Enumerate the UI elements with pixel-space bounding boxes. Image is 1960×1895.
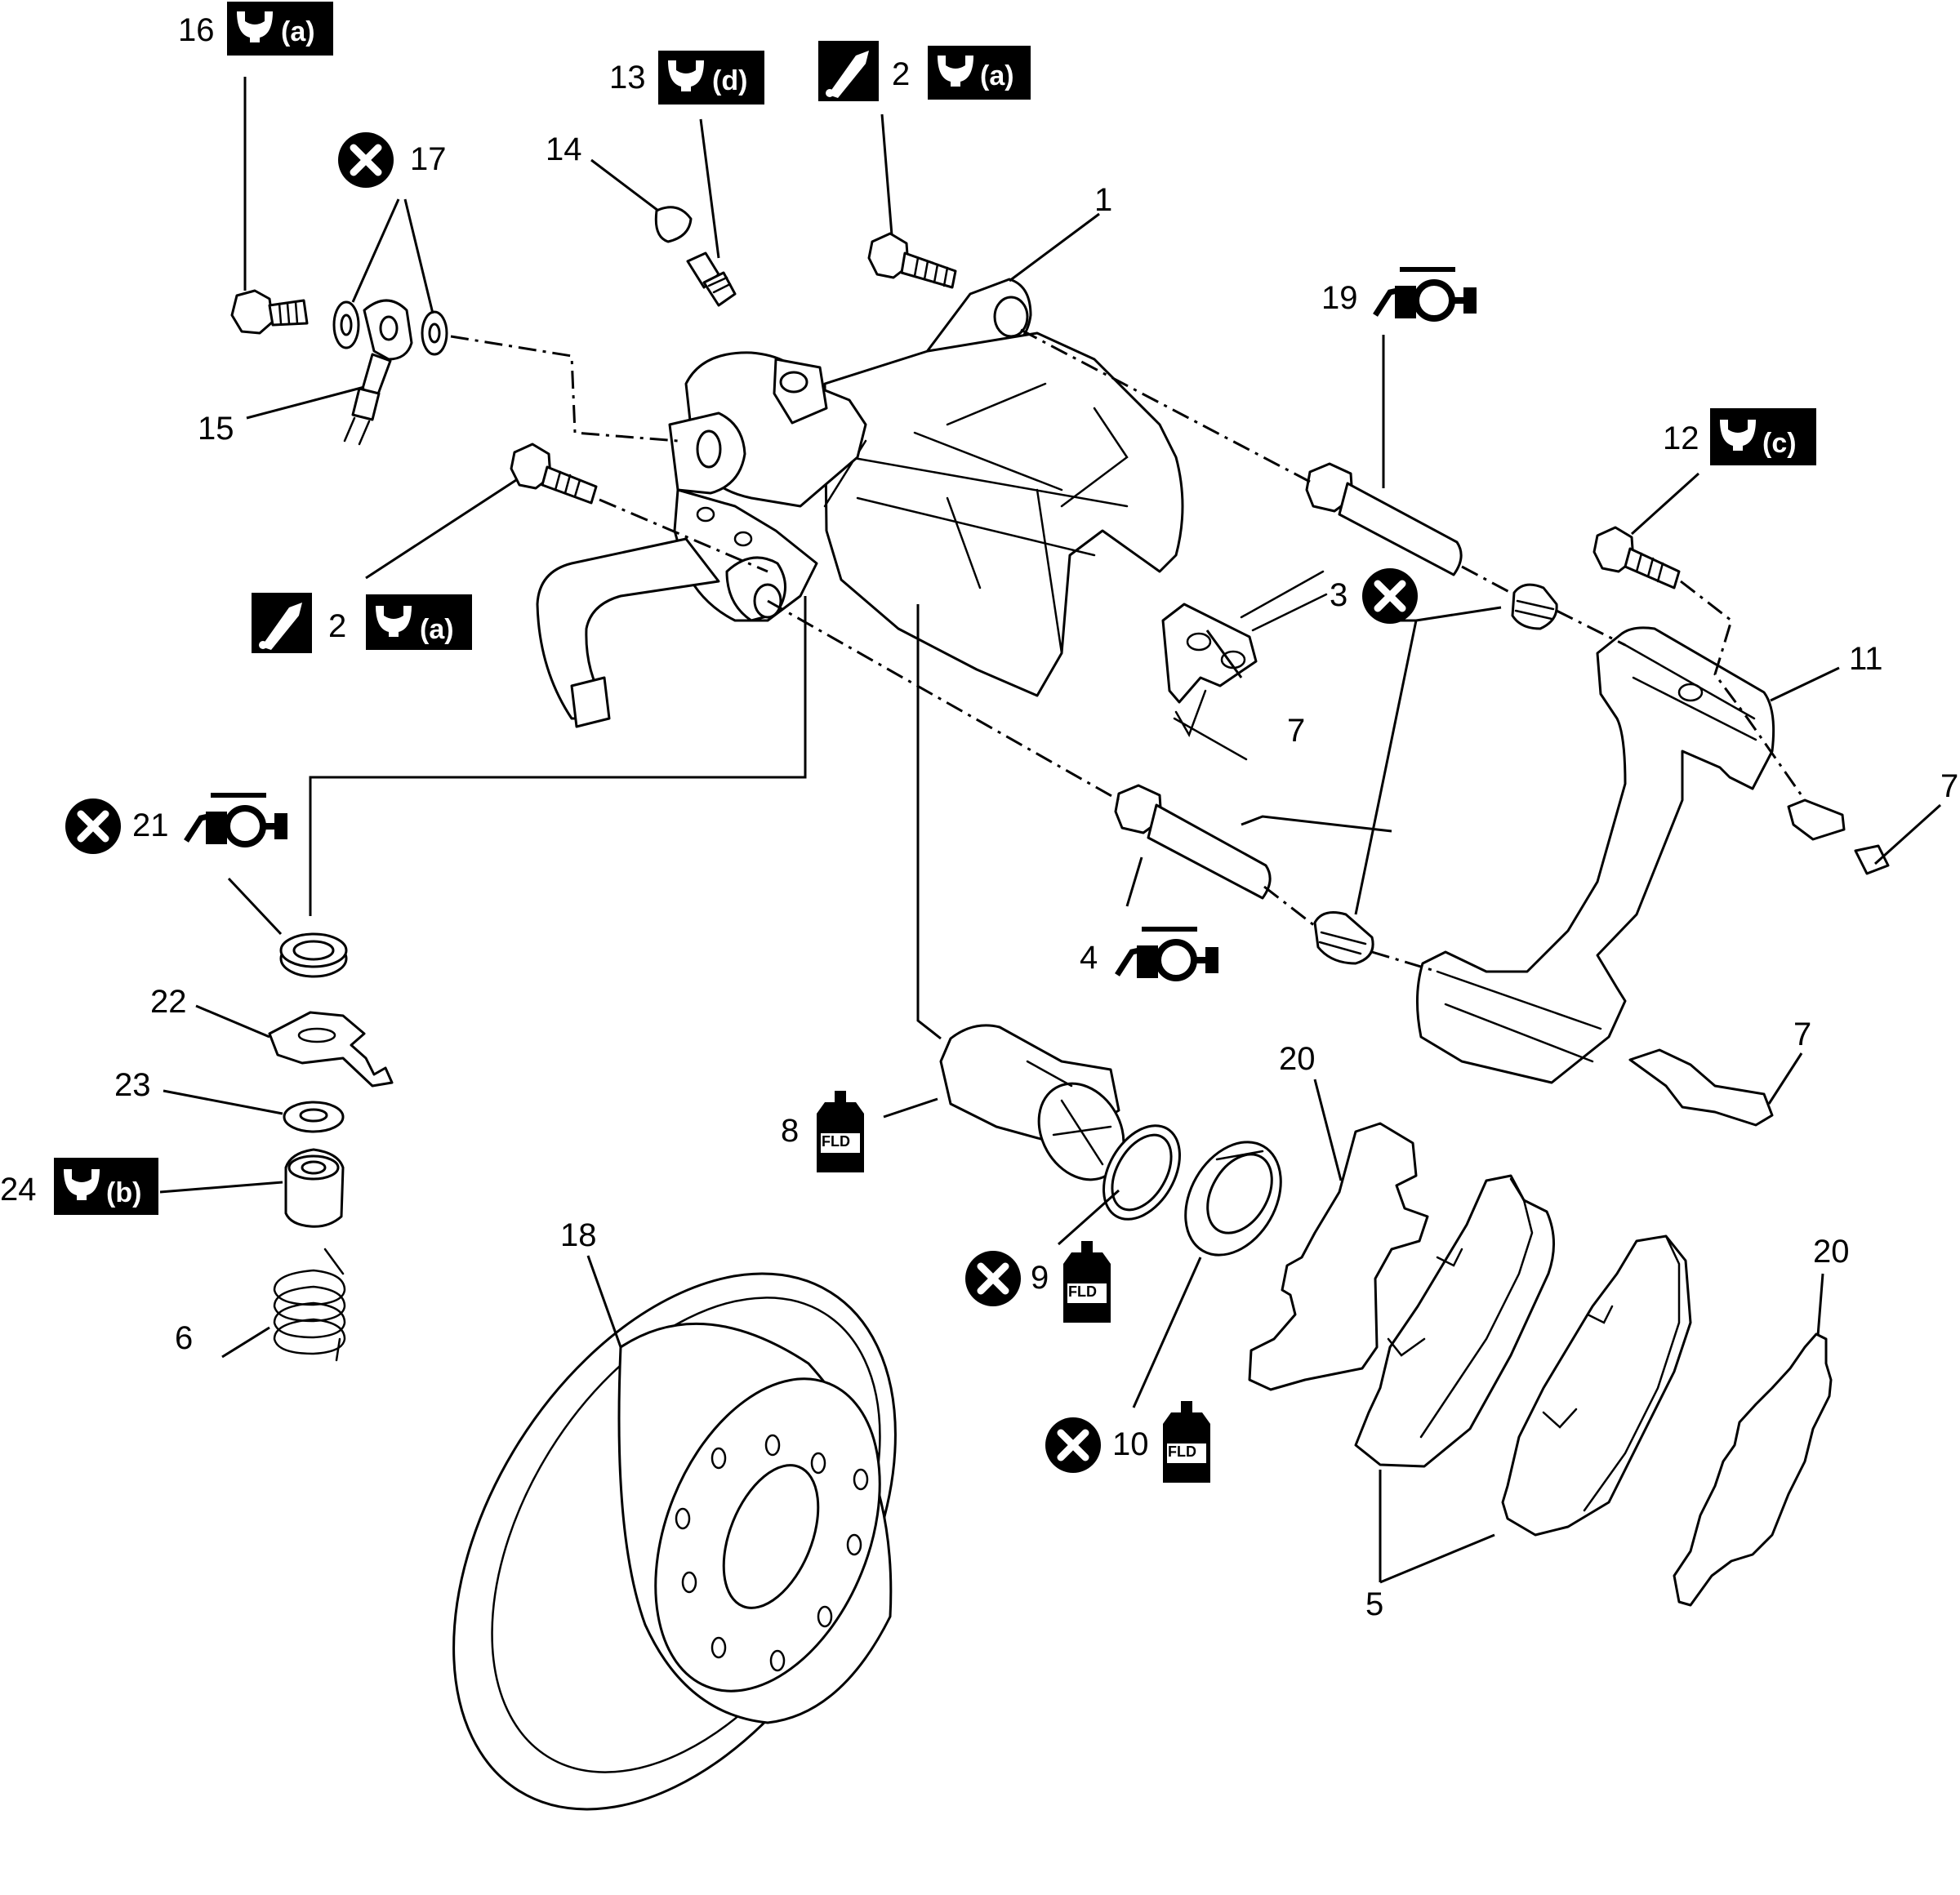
callout-15: 15 bbox=[198, 411, 234, 447]
torque-label-a: (a) bbox=[281, 16, 315, 47]
guide-pin-19 bbox=[1305, 462, 1463, 576]
callout-20-outer: 20 bbox=[1813, 1234, 1850, 1270]
callout-3: 3 bbox=[1330, 577, 1348, 613]
grease-icon bbox=[186, 795, 284, 844]
callout-6: 6 bbox=[175, 1320, 193, 1356]
fluid-label: FLD bbox=[1068, 1283, 1097, 1300]
shim-20-outer bbox=[1673, 1332, 1833, 1607]
grease-icon bbox=[1117, 929, 1215, 978]
torque-badge-2-lower: (a) bbox=[252, 593, 472, 653]
fluid-badge-10: FLD bbox=[1163, 1401, 1210, 1483]
apply-thread-lock-icon bbox=[252, 593, 312, 653]
callout-4: 4 bbox=[1080, 940, 1098, 976]
brake-disc-18 bbox=[452, 1272, 897, 1811]
callout-16: 16 bbox=[178, 12, 215, 48]
banjo-bolt-16 bbox=[230, 289, 309, 335]
return-spring-plate-22 bbox=[268, 1011, 394, 1088]
dust-boot-10 bbox=[1184, 1141, 1282, 1257]
torque-badge-16: (a) bbox=[227, 2, 333, 56]
fluid-label: FLD bbox=[822, 1133, 850, 1150]
callout-24: 24 bbox=[0, 1172, 37, 1208]
callout-2-upper: 2 bbox=[892, 56, 910, 92]
brake-hose-15 bbox=[343, 299, 413, 446]
callout-20-inner: 20 bbox=[1279, 1041, 1316, 1077]
boot-3-lower bbox=[1313, 911, 1374, 965]
torque-label-d: (d) bbox=[712, 65, 747, 96]
callout-labels: 16 17 14 13 2 1 19 15 12 2 3 11 7 7 21 4… bbox=[0, 12, 1958, 1622]
do-not-reuse-icon bbox=[338, 132, 394, 188]
nut-24 bbox=[284, 1148, 345, 1228]
callout-18: 18 bbox=[560, 1217, 597, 1253]
sealing-washer bbox=[332, 300, 360, 349]
caliper-bolt-2-lower bbox=[510, 443, 598, 505]
torque-label-a: (a) bbox=[980, 60, 1014, 91]
callout-12: 12 bbox=[1663, 420, 1699, 456]
callout-22: 22 bbox=[150, 984, 187, 1020]
brake-pad-5-outer bbox=[1501, 1234, 1692, 1537]
bracket-bolt-12 bbox=[1592, 526, 1681, 589]
callout-7-right-upper: 7 bbox=[1940, 768, 1958, 804]
brake-pad-5-inner bbox=[1354, 1174, 1556, 1468]
piston-8 bbox=[939, 1024, 1125, 1181]
boot-3-upper bbox=[1511, 583, 1558, 630]
callout-7-center: 7 bbox=[1287, 713, 1305, 749]
brake-fluid-icon bbox=[1163, 1401, 1210, 1483]
torque-label-b: (b) bbox=[106, 1177, 141, 1208]
torque-badge-13: (d) bbox=[658, 51, 764, 105]
callout-7-right-lower: 7 bbox=[1793, 1016, 1811, 1052]
do-not-reuse-icon bbox=[965, 1251, 1021, 1306]
washer-23 bbox=[283, 1101, 345, 1133]
callout-14: 14 bbox=[546, 131, 582, 167]
caliper-body bbox=[536, 278, 1184, 728]
pad-spring-7-right-upper bbox=[1787, 798, 1890, 875]
bleeder-plug-14 bbox=[654, 206, 693, 243]
seal-21 bbox=[279, 932, 348, 978]
torque-label-a: (a) bbox=[420, 614, 454, 645]
torsion-spring-6 bbox=[273, 1248, 346, 1362]
callout-17: 17 bbox=[410, 141, 447, 177]
callout-8: 8 bbox=[781, 1113, 799, 1149]
torque-badge-12: (c) bbox=[1710, 408, 1816, 465]
callout-1: 1 bbox=[1094, 182, 1112, 218]
callout-23: 23 bbox=[114, 1067, 151, 1103]
guide-pin-4 bbox=[1114, 784, 1272, 900]
brake-fluid-icon bbox=[817, 1091, 864, 1172]
shim-20-inner bbox=[1248, 1122, 1429, 1391]
callout-21: 21 bbox=[132, 807, 169, 843]
do-not-reuse-icon bbox=[65, 798, 121, 854]
callout-5: 5 bbox=[1365, 1586, 1383, 1622]
apply-thread-lock-icon bbox=[818, 41, 879, 101]
pad-spring-7-right-lower bbox=[1628, 1048, 1774, 1127]
brake-fluid-icon bbox=[1063, 1241, 1111, 1323]
torque-badge-24: (b) bbox=[54, 1158, 158, 1215]
caliper-bracket-11 bbox=[1416, 626, 1775, 1084]
fluid-badge-8: FLD bbox=[817, 1091, 864, 1172]
do-not-reuse-icon bbox=[1045, 1417, 1101, 1473]
callout-2-lower: 2 bbox=[328, 608, 346, 644]
sealing-washer bbox=[421, 310, 448, 356]
fluid-label: FLD bbox=[1168, 1443, 1196, 1460]
torque-label-c: (c) bbox=[1762, 428, 1797, 459]
torque-badge-2-upper: (a) bbox=[818, 41, 1031, 101]
leader-lines bbox=[159, 77, 1942, 1584]
do-not-reuse-icon bbox=[1362, 568, 1418, 624]
callout-13: 13 bbox=[609, 60, 646, 96]
callout-9: 9 bbox=[1031, 1260, 1049, 1296]
grease-icon bbox=[1375, 269, 1473, 318]
callout-19: 19 bbox=[1321, 280, 1358, 316]
callout-10: 10 bbox=[1112, 1426, 1149, 1462]
assembly-lines bbox=[450, 328, 1806, 973]
fluid-badge-9: FLD bbox=[1063, 1241, 1111, 1323]
bleeder-valve-13 bbox=[686, 251, 737, 307]
piston-seal-9 bbox=[1102, 1124, 1181, 1221]
caliper-bolt-2-upper bbox=[867, 232, 957, 289]
callout-11: 11 bbox=[1849, 641, 1883, 677]
